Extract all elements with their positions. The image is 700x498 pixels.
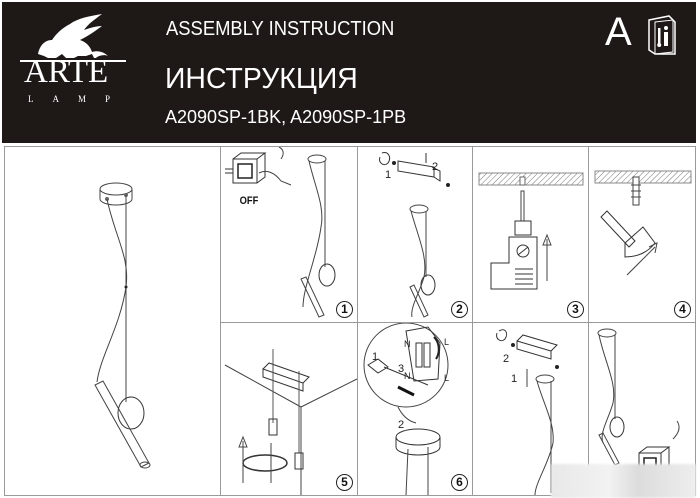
pendant-lamp-icon — [94, 182, 151, 469]
header-banner: ARTE LAMP ASSEMBLY INSTRUCTION ИНСТРУКЦИ… — [2, 2, 696, 143]
watermark-blur — [551, 464, 696, 498]
instruction-book-icon — [648, 15, 676, 55]
step-label: 2 — [432, 161, 439, 173]
live-label: L — [444, 337, 450, 347]
step-label: 1 — [385, 169, 392, 181]
step-2-panel: 1 2 2 — [357, 146, 473, 323]
step-4-panel: 4 — [588, 146, 696, 323]
title-russian: ИНСТРУКЦИЯ — [165, 63, 358, 95]
neutral-label: N — [404, 339, 411, 349]
step-label: 1 — [372, 351, 379, 363]
hammer-dowel-icon — [594, 170, 692, 276]
live-label: L — [444, 373, 450, 383]
bracket-removal-icon — [379, 152, 450, 318]
step-1-panel: OFF 1 — [220, 146, 358, 323]
step-label: 1 — [511, 373, 518, 385]
step-label: 3 — [398, 363, 405, 375]
brand-name: ARTE — [24, 54, 109, 90]
model-numbers: A2090SP-1BK, A2090SP-1PB — [165, 107, 407, 127]
step-number: 4 — [674, 301, 691, 318]
brand-subtitle: LAMP — [28, 94, 130, 104]
step-6-panel: 1 2 3 N N L L 6 — [357, 322, 473, 496]
title-english: ASSEMBLY INSTRUCTION — [166, 18, 395, 40]
canopy-mount-icon — [496, 329, 559, 496]
step-label: 2 — [398, 419, 405, 431]
winged-lion-icon — [20, 14, 126, 62]
step-3-panel: 3 — [472, 146, 589, 323]
power-switch-icon — [225, 147, 336, 318]
neutral-label: N — [404, 371, 411, 381]
step-number: 3 — [567, 301, 584, 318]
step-number: 5 — [336, 474, 353, 491]
step-number: 2 — [451, 301, 468, 318]
off-label: OFF — [239, 195, 259, 207]
screw-bracket-icon — [224, 349, 358, 495]
step-number: 6 — [451, 474, 468, 491]
wiring-terminal-icon — [363, 323, 449, 496]
step-label: 2 — [503, 353, 510, 365]
overview-panel — [4, 146, 221, 496]
step-number: 1 — [336, 301, 353, 318]
language-badge: A — [605, 10, 632, 54]
step-5-panel: 5 — [220, 322, 358, 496]
drill-icon — [478, 172, 584, 290]
